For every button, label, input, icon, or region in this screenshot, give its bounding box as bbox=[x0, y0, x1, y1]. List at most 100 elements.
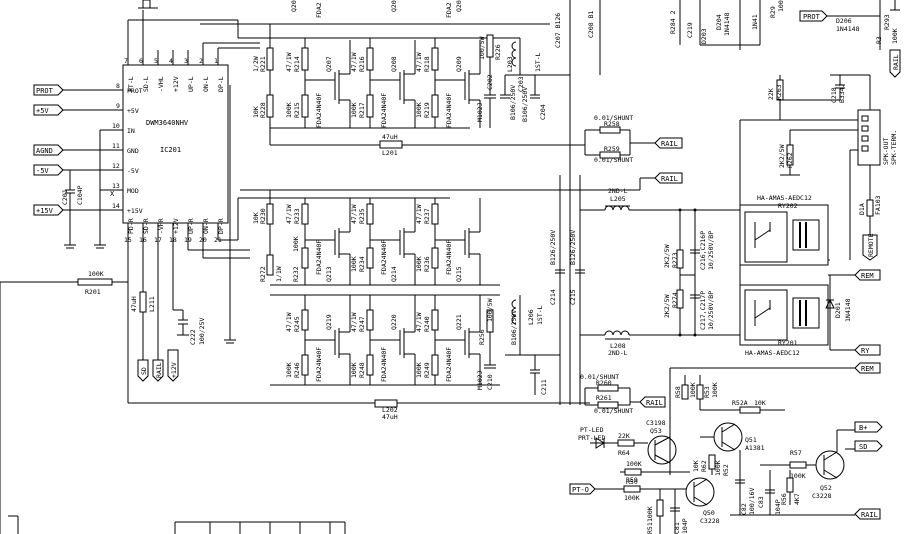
port-rail: RAIL bbox=[155, 362, 163, 378]
fda-part: FDA24N40F bbox=[445, 347, 453, 382]
prot-part: 104P bbox=[681, 518, 689, 534]
r214-ref: R214 bbox=[293, 56, 301, 72]
ic-pin-name: SD-L bbox=[142, 76, 150, 92]
top-label: 1N41 bbox=[751, 14, 759, 30]
prot-part: R57 bbox=[790, 449, 802, 457]
ic-pin-num: 15 bbox=[124, 236, 132, 244]
ic-pin-name: +12V bbox=[172, 218, 180, 234]
prot-part: R62 bbox=[700, 460, 708, 472]
prot-part: 100K bbox=[624, 494, 640, 502]
q207-ref: Q207 bbox=[325, 56, 333, 72]
ic-pin-num: 16 bbox=[139, 236, 147, 244]
r214-val: 47/1W bbox=[285, 52, 293, 72]
ic-pin-name: +12V bbox=[172, 76, 180, 92]
q52-val: C3228 bbox=[812, 492, 832, 500]
port-rail-3: RAIL bbox=[646, 399, 663, 407]
fda-part: FDA24N40F bbox=[380, 240, 388, 275]
remote-port: REMOTE bbox=[867, 233, 875, 257]
ic-top-pins: 7 6 5 4 3 2 1 PT-L SD-L -VHL +12V UP-L O… bbox=[124, 10, 225, 92]
prot-part: 100K bbox=[689, 382, 697, 398]
ic-pin-name: UP-L bbox=[187, 76, 195, 92]
ic-pin-num: 3 bbox=[184, 57, 188, 65]
port-prot-top: PROT bbox=[803, 13, 821, 21]
r237-val: 47/1W bbox=[415, 204, 423, 224]
r201-ref: R201 bbox=[85, 288, 101, 296]
ic-pin-name: MOD bbox=[127, 187, 139, 195]
top-label: 1N4148 bbox=[836, 25, 860, 33]
q52-ref: Q52 bbox=[820, 484, 832, 492]
ic-pin-num: 5 bbox=[154, 57, 158, 65]
r249-val: 100K bbox=[415, 362, 423, 378]
c214-val: B126/250V bbox=[549, 230, 557, 265]
r256-ref: R256 bbox=[478, 329, 486, 345]
fda-part: FDA24N40F bbox=[445, 240, 453, 275]
r263-ref: R263 bbox=[775, 84, 783, 100]
c222-val: 100/25V bbox=[198, 318, 206, 345]
top-label: D203 bbox=[700, 28, 708, 44]
top-label: R293 bbox=[883, 14, 891, 30]
top-label: C219 bbox=[686, 22, 694, 38]
r249-ref: R249 bbox=[423, 362, 431, 378]
top-label: FDA2 bbox=[315, 2, 323, 18]
r235-ref: R235 bbox=[358, 208, 366, 224]
port-sd: SD bbox=[140, 367, 148, 375]
top-label: 1N4148 bbox=[723, 12, 731, 36]
c214-ref: C214 bbox=[549, 289, 557, 305]
ic-pin-num: 14 bbox=[112, 202, 120, 210]
prot-part: 100K bbox=[646, 506, 654, 522]
ic-pin-name: -VHR bbox=[157, 218, 165, 234]
port-rem-2: REM bbox=[861, 365, 874, 373]
q213-ref: Q213 bbox=[325, 266, 333, 282]
c210-ref: C210 bbox=[486, 374, 494, 390]
q50-ref: Q50 bbox=[703, 509, 715, 517]
c215-val: B126/250V bbox=[569, 230, 577, 265]
r262-val: 2K2/5W bbox=[778, 144, 786, 168]
r274-ref: R274 bbox=[671, 292, 679, 308]
port-prot: PROT bbox=[36, 87, 54, 95]
r240-ref: R240 bbox=[423, 316, 431, 332]
q215-ref: Q215 bbox=[455, 266, 463, 282]
r272-val: 1/1W bbox=[275, 266, 283, 282]
top-label: R29 bbox=[769, 6, 777, 18]
ic-pin-name: ON-L bbox=[202, 76, 210, 92]
led-val: PRT-LED bbox=[578, 434, 605, 442]
r259-ref: R259 bbox=[604, 145, 620, 153]
port-15v: +15V bbox=[36, 207, 54, 215]
l201-ref: L201 bbox=[382, 149, 398, 157]
ry202-ref: RY202 bbox=[778, 202, 798, 210]
ic-pin-name: GND bbox=[127, 147, 139, 155]
r219-ref: R219 bbox=[423, 102, 431, 118]
r234-val: 100K bbox=[350, 256, 358, 272]
q221-ref: Q221 bbox=[455, 314, 463, 330]
r232-ref: R232 bbox=[292, 266, 300, 282]
l211-ref: L211 bbox=[148, 296, 156, 312]
ic-pin-num: 12 bbox=[112, 162, 120, 170]
c203-val: B106/250V bbox=[509, 85, 517, 120]
r216-ref: R216 bbox=[358, 56, 366, 72]
spk-term-ref: SPK-TERM. bbox=[890, 130, 898, 165]
c211-val: B106/250V bbox=[510, 310, 518, 345]
ry202-part: HA-AMAS-AEDC12 bbox=[757, 194, 812, 202]
c215-ref: C215 bbox=[569, 289, 577, 305]
prot-part: 10K bbox=[754, 399, 766, 407]
q209-ref: Q209 bbox=[455, 56, 463, 72]
ic-pin-num: 2 bbox=[199, 57, 203, 65]
r226-ref: R226 bbox=[494, 44, 502, 60]
r248-ref: R248 bbox=[358, 362, 366, 378]
q214-ref: Q214 bbox=[390, 266, 398, 282]
r273-val: 2K2/5W bbox=[663, 244, 671, 268]
r228-val: 10K bbox=[252, 106, 260, 118]
r230-ref: R230 bbox=[259, 208, 267, 224]
fuse-ref: FA103 bbox=[874, 195, 882, 215]
fda-part: FDA24N40F bbox=[315, 347, 323, 382]
port-rail-1: RAIL bbox=[661, 140, 678, 148]
r215-ref: R215 bbox=[293, 102, 301, 118]
top-label: R3 bbox=[875, 36, 883, 44]
l211-c222: 47uH L211 C222 100/25V SD RAIL +12V bbox=[127, 240, 236, 403]
ic-pin-name: ON-R bbox=[202, 218, 210, 234]
ic-ref: IC201 bbox=[160, 146, 181, 154]
prot-part: 100K bbox=[711, 382, 719, 398]
ic-pin-num: 18 bbox=[169, 236, 177, 244]
port-pt-o: PT-O bbox=[572, 486, 589, 494]
